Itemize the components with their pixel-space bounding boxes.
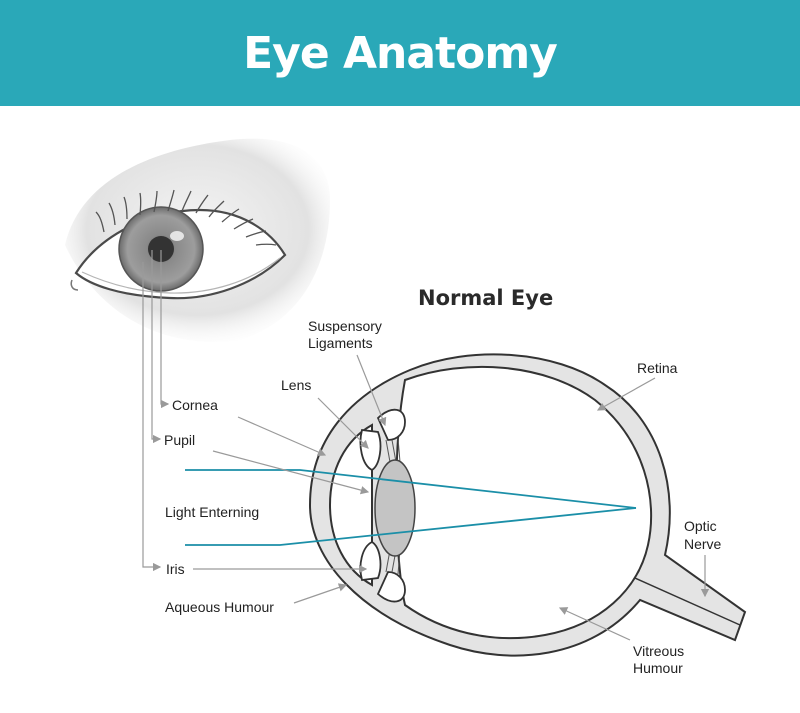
outer-eye-leader-lines <box>142 250 170 572</box>
pupil-leader <box>151 250 162 444</box>
optic-nerve-line <box>634 577 741 626</box>
outer-pupil <box>148 236 174 262</box>
header-banner: Eye Anatomy <box>0 0 800 106</box>
label-light-entering: Light Enterning <box>165 504 260 520</box>
label-humour: Humour <box>633 660 683 676</box>
label-vitreous: Vitreous <box>633 643 685 659</box>
cornea-section-leader <box>237 416 327 456</box>
iris-leader <box>142 262 162 572</box>
eyeball-cross-section <box>308 353 747 657</box>
lens-leader <box>317 397 369 449</box>
label-suspensory: Suspensory <box>308 318 382 334</box>
label-ligaments: Ligaments <box>308 335 373 351</box>
label-aqueous-humour: Aqueous Humour <box>165 599 274 615</box>
cornea-leader <box>160 250 170 409</box>
vitreous-chamber <box>395 365 653 640</box>
aqueous-leader <box>293 583 348 604</box>
suspensory-leader <box>356 354 387 427</box>
lower-eyelid-line <box>81 257 281 294</box>
vitreous-leader <box>558 607 631 641</box>
label-optic: Optic <box>684 518 717 534</box>
light-rays <box>185 469 637 546</box>
label-retina: Retina <box>637 360 678 376</box>
label-iris: Iris <box>166 561 185 577</box>
label-lens: Lens <box>281 377 312 393</box>
label-pupil: Pupil <box>164 432 196 448</box>
section-leader-lines <box>193 354 710 641</box>
diagram-subtitle: Normal Eye <box>418 286 554 310</box>
tear-duct <box>70 279 79 291</box>
page-title: Eye Anatomy <box>243 27 558 79</box>
retina-leader <box>596 377 656 411</box>
label-nerve: Nerve <box>684 536 722 552</box>
eye-highlight <box>170 231 184 241</box>
lens <box>374 459 416 557</box>
outer-eye-illustration <box>65 138 330 342</box>
ciliary-body-lower <box>376 571 406 603</box>
label-cornea: Cornea <box>172 397 218 413</box>
pupil-section-leader <box>212 450 370 495</box>
eyelashes <box>95 189 277 246</box>
light-ray-lower <box>185 507 637 546</box>
light-ray-upper <box>185 469 637 509</box>
